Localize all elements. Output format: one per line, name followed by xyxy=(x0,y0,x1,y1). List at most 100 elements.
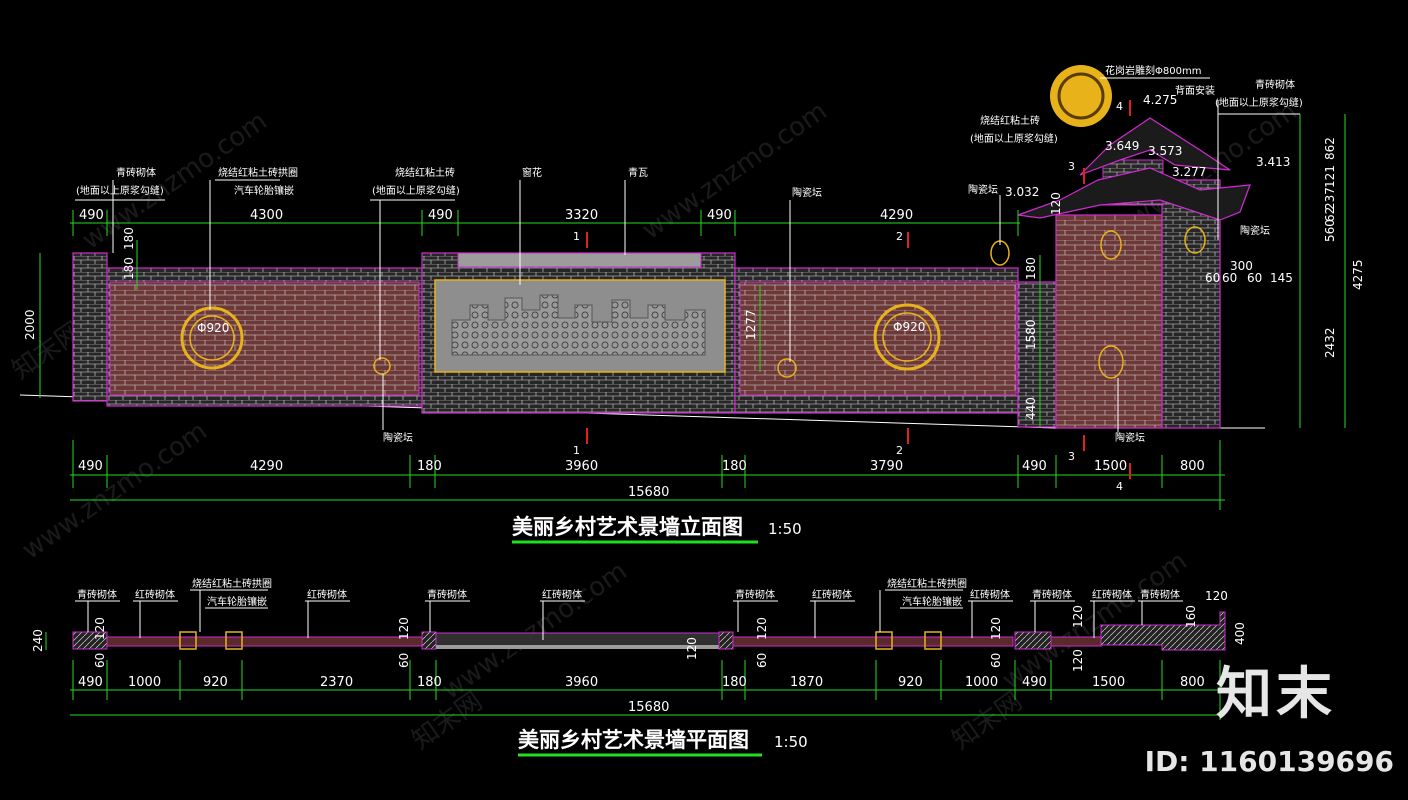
section-mark-label: 3 xyxy=(1068,450,1075,463)
right-wall-red-brick xyxy=(739,281,1017,396)
inner-dim: 180 xyxy=(1024,257,1038,280)
label-lattice: 窗花 xyxy=(522,166,542,179)
plan-label-tire-inlay: 汽车轮胎镶嵌 xyxy=(902,595,962,608)
plan-dim: 1000 xyxy=(128,675,161,690)
plan-ring-right-b xyxy=(924,631,942,650)
plan-ring-left-b xyxy=(225,631,243,650)
label-back-install: 背面安装 xyxy=(1175,84,1215,97)
plan-thickness: 240 xyxy=(31,629,45,652)
plan-label-hong-zhuan: 红砖砌体 xyxy=(135,588,175,601)
bottom-dim: 3790 xyxy=(870,459,903,474)
label-pot: 陶瓷坛 xyxy=(383,431,413,444)
label-shao-jie-brick: 烧结红粘土砖 xyxy=(395,166,455,179)
label-qing-zhuan-note: (地面以上原浆勾缝) xyxy=(76,184,164,197)
plan-small-dim: 120 xyxy=(989,617,1003,640)
section-mark-label: 2 xyxy=(896,444,903,457)
plan-small-dim: 120 xyxy=(755,617,769,640)
total-dim: 15680 xyxy=(628,485,669,500)
label-pot: 陶瓷坛 xyxy=(1240,224,1270,237)
right-small-pillar xyxy=(1017,281,1057,428)
plan-label-hong-zhuan: 红砖砌体 xyxy=(307,588,347,601)
top-dim: 4290 xyxy=(880,208,913,223)
plan-dim: 180 xyxy=(722,675,747,690)
bottom-dim-ticks xyxy=(72,440,1221,510)
plan-right-dim: 160 xyxy=(1184,605,1198,628)
plan-label-tire-inlay: 汽车轮胎镶嵌 xyxy=(207,595,267,608)
plan-label-qing-zhuan: 青砖砌体 xyxy=(735,588,775,601)
label-qing-zhuan: 青砖砌体 xyxy=(1255,78,1295,91)
elevation-title: 美丽乡村艺术景墙立面图 xyxy=(512,514,743,539)
top-dim-ticks xyxy=(72,210,1019,236)
level-mark: 4.275 xyxy=(1143,93,1177,107)
plan-title: 美丽乡村艺术景墙平面图 xyxy=(518,727,749,752)
plan-ring-right-a xyxy=(875,631,893,650)
plan-label-hong-zhuan: 红砖砌体 xyxy=(812,588,852,601)
level-mark: 3.413 xyxy=(1256,155,1290,169)
plan-qing-zhuan-right xyxy=(1014,631,1052,650)
bottom-dim: 3960 xyxy=(565,459,598,474)
plan-small-dim: 120 xyxy=(397,617,411,640)
small-dim: 60 xyxy=(1205,271,1220,285)
label-shao-jie-brick: 烧结红粘土砖 xyxy=(980,114,1040,127)
label-pot: 陶瓷坛 xyxy=(792,186,822,199)
left-pillar xyxy=(72,252,108,402)
right-dim: 560 xyxy=(1323,219,1337,242)
section-marks xyxy=(586,100,1131,479)
bottom-dim: 490 xyxy=(1022,459,1047,474)
plan-label-hong-zhuan: 红砖砌体 xyxy=(542,588,582,601)
plan-dim: 180 xyxy=(417,675,442,690)
label-pot: 陶瓷坛 xyxy=(968,183,998,196)
bottom-dim: 4290 xyxy=(250,459,283,474)
section-mark-label: 4 xyxy=(1116,100,1123,113)
tire-ring-right xyxy=(873,303,941,371)
plan-small-dim: 60 xyxy=(989,653,1003,668)
plan-dim: 490 xyxy=(1022,675,1047,690)
section-mark-label: 1 xyxy=(573,230,580,243)
section-mark-label: 2 xyxy=(896,230,903,243)
bottom-dim: 180 xyxy=(417,459,442,474)
plan-right-dim: 120 xyxy=(1205,589,1228,603)
plan-label-qing-zhuan: 青砖砌体 xyxy=(77,588,117,601)
ring-diameter-right: Φ920 xyxy=(893,320,925,334)
bottom-dim: 490 xyxy=(78,459,103,474)
plan-hong-zhuan-tower xyxy=(1050,636,1102,647)
plan-dim-ticks xyxy=(72,660,1221,720)
plan-label-hong-zhuan: 红砖砌体 xyxy=(970,588,1010,601)
right-dim: 121 xyxy=(1323,165,1337,188)
top-dim: 490 xyxy=(707,208,732,223)
right-dim: 62 xyxy=(1323,207,1337,222)
plan-dim: 1000 xyxy=(965,675,998,690)
level-mark: 3.032 xyxy=(1005,185,1039,199)
plan-right-dim: 120 xyxy=(1071,605,1085,628)
plan-total-dim: 15680 xyxy=(628,700,669,715)
plan-dim: 2370 xyxy=(320,675,353,690)
pot-tower-3 xyxy=(1184,226,1206,254)
elevation-leaders xyxy=(75,77,1300,432)
plan-dim: 1500 xyxy=(1092,675,1125,690)
tile-cap xyxy=(457,252,702,268)
plan-dim: 490 xyxy=(78,675,103,690)
pot-tower-1 xyxy=(1100,230,1122,260)
image-id: ID: 1160139696 xyxy=(1144,745,1394,778)
elevation-view: Φ920 Φ920 490 4300 490 3320 490 4290 xyxy=(19,64,1365,544)
granite-carving-inner xyxy=(1057,72,1105,120)
inner-dim: 180 xyxy=(122,227,136,250)
label-qing-zhuan-note: (地面以上原浆勾缝) xyxy=(372,184,460,197)
plan-label-qing-zhuan: 青砖砌体 xyxy=(1032,588,1072,601)
plan-right-dim: 120 xyxy=(1071,649,1085,672)
bottom-dim: 800 xyxy=(1180,459,1205,474)
top-dim: 490 xyxy=(428,208,453,223)
watermark-site: www.znzmo.com xyxy=(77,106,273,256)
watermark-site: www.znzmo.com xyxy=(437,556,633,706)
bottom-dim: 180 xyxy=(722,459,747,474)
tire-ring-left-inner xyxy=(189,315,235,361)
brand-logo: 知末 xyxy=(1216,662,1336,727)
plan-dim: 800 xyxy=(1180,675,1205,690)
plan-small-dim: 60 xyxy=(93,653,107,668)
top-dim: 4300 xyxy=(250,208,283,223)
pot-tower-2 xyxy=(1098,345,1124,379)
plan-dim: 3960 xyxy=(565,675,598,690)
top-dim: 3320 xyxy=(565,208,598,223)
label-shao-jie-circle: 烧结红粘土砖拱圈 xyxy=(218,166,298,179)
